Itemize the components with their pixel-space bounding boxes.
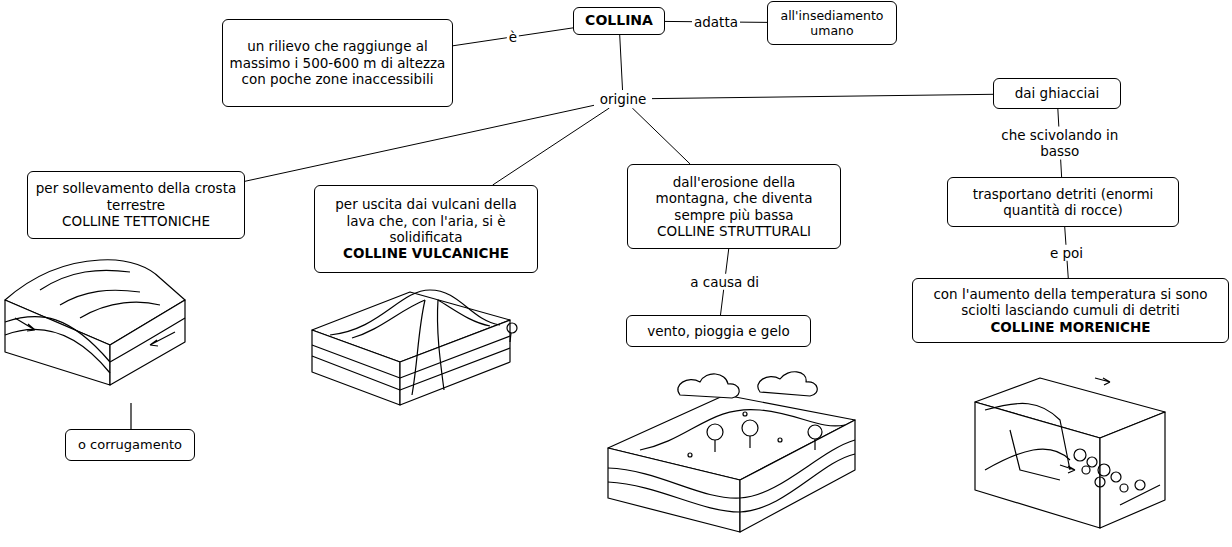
connector-line [493, 108, 610, 185]
origin-box: per uscita dai vulcani della lava che, c… [314, 185, 538, 273]
node-text: per sollevamento della crosta terrestre [34, 180, 238, 213]
process-box: trasportano detriti (enormi quantità di … [947, 177, 1179, 227]
node-text: COLLINE MORENICHE [990, 319, 1150, 335]
node-text: per uscita dai vulcani della lava che, c… [321, 196, 531, 245]
node-text: COLLINE TETTONICHE [62, 213, 210, 229]
volcanic-block-drawing [312, 290, 517, 405]
linking-word: origine [594, 90, 652, 108]
edge-label: adatta [692, 14, 740, 30]
tectonic-block-drawing [5, 260, 185, 430]
node-text: o corrugamento [78, 437, 182, 453]
edge-label: e poi [1048, 244, 1085, 260]
concept-box: all'insediamento umano [767, 1, 897, 45]
origin-box: dall'erosione della montagna, che divent… [627, 164, 841, 249]
node-text: vento, pioggia e gelo [647, 323, 790, 339]
node-text: con l'aumento della temperatura si sono … [919, 286, 1222, 319]
connector-line [620, 35, 623, 90]
edge-label: che scivolando in basso [998, 127, 1122, 160]
node-text: all'insediamento umano [774, 8, 890, 39]
edge-label: a causa di [688, 274, 761, 290]
node-text: COLLINE VULCANICHE [343, 245, 509, 261]
node-text: trasportano detriti (enormi quantità di … [954, 186, 1172, 219]
cause-box: vento, pioggia e gelo [626, 315, 811, 347]
node-text: COLLINA [585, 12, 653, 29]
connector-line [245, 105, 594, 181]
node-text: COLLINE STRUTTURALI [657, 223, 811, 239]
structural-block-drawing [608, 372, 855, 532]
moraine-block-drawing [975, 378, 1165, 528]
origin-box: per sollevamento della crosta terrestreC… [27, 171, 245, 239]
node-text: dai ghiacciai [1015, 85, 1100, 101]
node-text: dall'erosione della montagna, che divent… [634, 174, 834, 223]
note-box: o corrugamento [65, 429, 195, 461]
result-box: con l'aumento della temperatura si sono … [912, 278, 1229, 343]
connector-line [632, 108, 690, 164]
main-topic-box: COLLINA [573, 7, 665, 35]
definition-box: un rilievo che raggiunge al massimo i 50… [222, 19, 453, 107]
node-text: un rilievo che raggiunge al massimo i 50… [229, 38, 446, 87]
edge-label: è [507, 29, 519, 45]
node-text: origine [600, 91, 647, 107]
concept-box: dai ghiacciai [993, 78, 1121, 109]
connector-line [652, 94, 993, 98]
connector-line [453, 28, 573, 46]
